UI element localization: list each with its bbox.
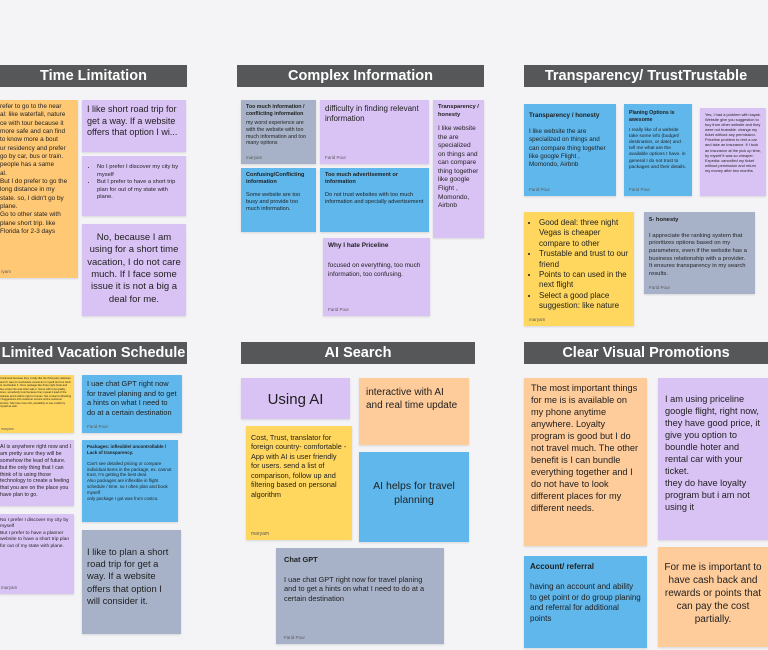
note-text: difficulty in finding relevant informati… xyxy=(325,104,419,124)
note-text: Continued because they mostly like the t… xyxy=(0,377,72,408)
note-title: Too much advertisement or information xyxy=(325,172,398,186)
sticky-note[interactable]: Yes, I had a problem with kayak. Website… xyxy=(700,108,766,196)
sticky-note[interactable]: Cost, Trust, translator for foreign coun… xyxy=(246,426,352,540)
note-text: focused on everything, too much informat… xyxy=(328,262,421,278)
note-text: No I prefer I discover my city by myself… xyxy=(0,518,70,549)
sticky-note[interactable]: For me is important to have cash back an… xyxy=(658,547,768,647)
sticky-note[interactable]: I like to plan a short road trip for get… xyxy=(82,530,181,634)
note-author: maryam xyxy=(246,155,263,161)
note-text: interactive with AI and real time update xyxy=(366,387,458,411)
note-title: Account/ referral xyxy=(530,562,595,571)
note-list: Good deal: three night Vegas is cheaper … xyxy=(529,218,629,312)
sticky-note[interactable]: I uae chat GPT right now for travel plan… xyxy=(82,375,182,433)
note-author: maryam xyxy=(1,427,14,432)
sticky-note[interactable]: AI is anywhere right now and I am pretty… xyxy=(0,440,74,506)
note-text: Cost, Trust, translator for foreign coun… xyxy=(251,433,347,499)
note-list-item: Good deal: three night Vegas is cheaper … xyxy=(539,218,629,249)
note-text: I uae chat GPT right now for travel plan… xyxy=(87,379,177,417)
sticky-note[interactable]: 5- honesty I appreciate the ranking syst… xyxy=(644,212,755,294)
header-transparency: Transparency/ TrustTrustable xyxy=(524,65,768,87)
note-author: maryam xyxy=(1,585,18,591)
note-text: refer to go to the near al: like waterfa… xyxy=(0,103,68,235)
note-text: having an account and ability to get poi… xyxy=(530,582,641,623)
note-author: maryam xyxy=(251,530,270,537)
header-ai-search: AI Search xyxy=(241,342,475,364)
sticky-note[interactable]: Confusing/Conflicting information Some w… xyxy=(241,168,316,232)
sticky-note[interactable]: refer to go to the near al: like waterfa… xyxy=(0,100,78,278)
sticky-note[interactable]: Too much information / conflicting infor… xyxy=(241,100,316,164)
note-list-item: Trustable and trust to our friend xyxy=(539,249,629,270)
note-author: Farid Pour xyxy=(87,424,109,430)
note-author: Farid Pour xyxy=(325,155,347,161)
header-clear-visual: Clear Visual Promotions xyxy=(524,342,768,364)
note-text: I like website the are specialized on th… xyxy=(529,128,606,168)
sticky-note[interactable]: I like short road trip for get a way. If… xyxy=(82,100,186,152)
sticky-note[interactable]: Too much advertisement or information Do… xyxy=(320,168,429,232)
note-author: maryam xyxy=(529,317,546,323)
sticky-note[interactable]: difficulty in finding relevant informati… xyxy=(320,100,429,164)
header-complex-information: Complex Information xyxy=(237,65,484,87)
sticky-note[interactable]: interactive with AI and real time update xyxy=(359,378,469,445)
note-text: AI helps for travel planning xyxy=(373,480,455,506)
note-title: Confusing/Conflicting information xyxy=(246,172,305,186)
note-text: For me is important to have cash back an… xyxy=(664,562,762,625)
sticky-note[interactable]: No I prefer I discover my city by myself… xyxy=(82,156,186,216)
note-author: Farid Pour xyxy=(284,635,306,641)
sticky-note[interactable]: Good deal: three night Vegas is cheaper … xyxy=(524,212,634,326)
sticky-note[interactable]: Planing Options is awesome I really like… xyxy=(624,104,692,196)
note-text: I am using priceline google flight, righ… xyxy=(665,394,760,512)
note-text: The most important things for me is is a… xyxy=(531,383,639,513)
sticky-note[interactable]: Account/ referral having an account and … xyxy=(524,556,647,648)
note-text: I like to plan a short road trip for get… xyxy=(87,546,169,606)
note-list-item: No I prefer I discover my city by myself xyxy=(97,164,181,179)
sticky-note[interactable]: The most important things for me is is a… xyxy=(524,378,647,546)
note-list-item: Points to can used in the next flight xyxy=(539,270,629,291)
note-text: Some website are too busy and provide to… xyxy=(246,191,301,213)
sticky-note[interactable]: I am using priceline google flight, righ… xyxy=(658,378,768,540)
header-time-limitation: Time Limitation xyxy=(0,65,187,87)
note-title: Transparency / honesty xyxy=(438,104,479,118)
note-text: Using AI xyxy=(267,391,324,408)
sticky-note[interactable]: Transparency / honesty I like website th… xyxy=(433,100,484,238)
note-text: I appreciate the ranking system that pri… xyxy=(649,232,747,278)
header-limited-vacation: Limited Vacation Schedule xyxy=(0,342,187,364)
note-text: No, because I am using for a short time … xyxy=(87,232,181,305)
sticky-note[interactable]: Using AI xyxy=(241,378,350,419)
note-author: Farid Pour xyxy=(529,187,551,193)
sticky-note[interactable]: Packages: inflexible/ uncontrollable / L… xyxy=(82,440,178,522)
note-list-item: But I prefer to have a short trip plan f… xyxy=(97,179,181,202)
sticky-note[interactable]: Continued because they mostly like the t… xyxy=(0,375,74,433)
sticky-note[interactable]: Chat GPT I uae chat GPT right now for tr… xyxy=(276,548,444,644)
note-title: Too much information / conflicting infor… xyxy=(246,104,305,117)
sticky-note[interactable]: No I prefer I discover my city by myself… xyxy=(0,514,74,594)
sticky-note[interactable]: No, because I am using for a short time … xyxy=(82,224,186,316)
note-text: Do not trust websites with too much info… xyxy=(325,191,424,205)
note-text: I uae chat GPT right now for travel plan… xyxy=(284,574,425,603)
note-text: my worst experience are with the website… xyxy=(246,119,306,147)
note-title: Planing Options is awesome xyxy=(629,110,675,123)
note-text: Can't see detailed pricing or compare in… xyxy=(87,460,172,501)
sticky-note[interactable]: Transparency / honesty I like website th… xyxy=(524,104,616,196)
note-author: Farid Pour xyxy=(328,307,350,313)
note-title: Why I hate Priceline xyxy=(328,242,389,249)
note-author: ryam xyxy=(1,269,11,275)
note-text: AI is anywhere right now and I am pretty… xyxy=(0,444,71,499)
note-title: Transparency / honesty xyxy=(529,112,600,119)
note-text: I really like of a website take some inf… xyxy=(629,127,687,170)
note-title: Chat GPT xyxy=(284,555,318,564)
sticky-note[interactable]: AI helps for travel planning xyxy=(359,452,469,542)
note-text: Yes, I had a problem with kayak. Website… xyxy=(705,112,762,173)
note-list-item: Select a good place suggestion: like nat… xyxy=(539,291,629,312)
note-author: Farid Pour xyxy=(649,285,671,291)
sticky-note[interactable]: Why I hate Priceline focused on everythi… xyxy=(323,238,430,316)
note-title: Packages: inflexible/ uncontrollable / L… xyxy=(87,444,167,455)
note-author: Farid Pour xyxy=(629,187,651,193)
note-list: No I prefer I discover my city by myself… xyxy=(87,164,181,202)
note-text: I like website the are specialized on th… xyxy=(438,125,479,210)
note-text: I like short road trip for get a way. If… xyxy=(87,104,178,138)
note-title: 5- honesty xyxy=(649,217,679,223)
